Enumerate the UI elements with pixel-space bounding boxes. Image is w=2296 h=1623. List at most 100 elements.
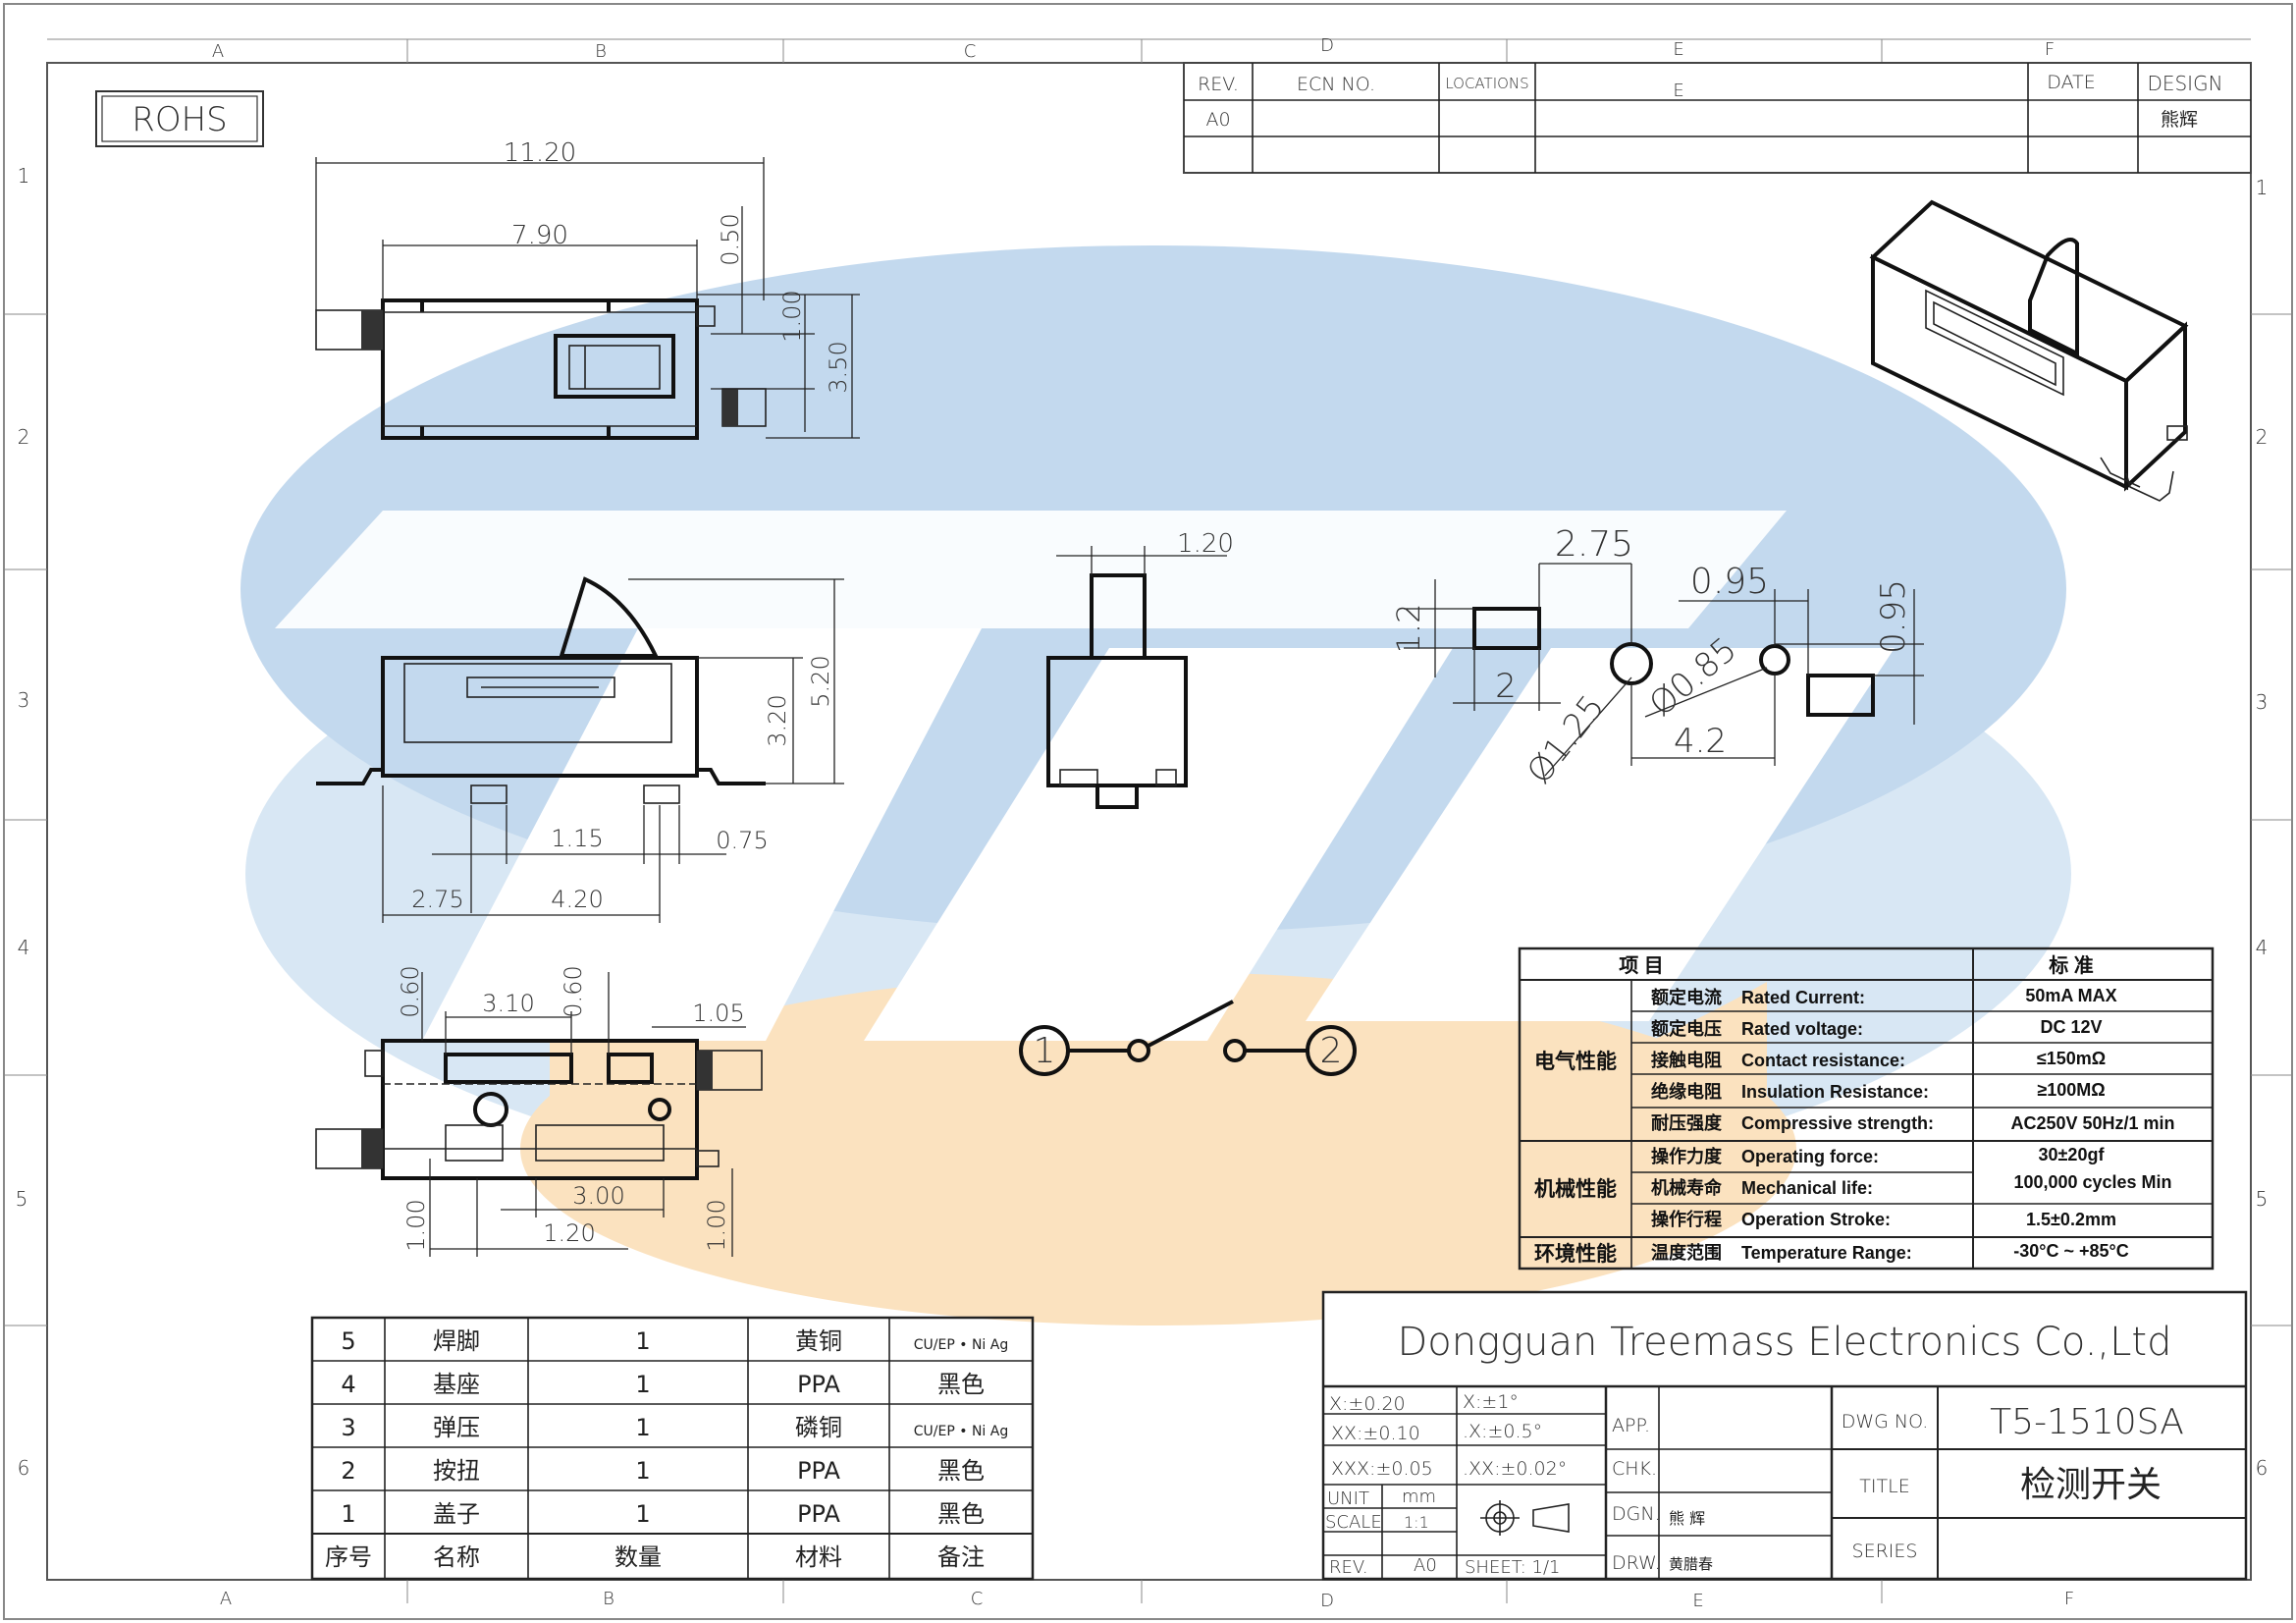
bom-cell-qty: 1 [635,1371,650,1398]
bom-header: 备注 [937,1543,985,1571]
spec-cn: 额定电压 [1651,1018,1722,1039]
row-label: 5 [16,1187,28,1211]
dim-bottom-right: 0.60 [560,965,587,1017]
dim-pitch-vertical: 0.95 [1874,579,1913,654]
col-label: D [1320,35,1334,56]
spec-cn: 接触电阻 [1651,1050,1722,1070]
spec-header-item: 项 目 [1619,954,1664,977]
bom-cell-no: 3 [341,1414,355,1441]
dim-pad-spacing: 1.15 [551,825,603,852]
dim-total-height: 5.20 [807,655,834,707]
front-view: 1.20 [1046,529,1234,809]
drawing-frame: A B C D E F A B C D E F 1 2 3 4 5 6 1 2 … [3,3,2293,1620]
date-header: DATE [2047,72,2095,93]
spec-en: Insulation Resistance: [1741,1082,1929,1102]
col-label: F [2045,39,2055,60]
dim-bottom-left: 0.60 [397,965,424,1017]
rev-value: A0 [1205,109,1230,131]
bom-cell-name: 焊脚 [433,1327,480,1355]
dim-height: 3.50 [825,341,852,393]
spec-cn: 温度范围 [1651,1242,1722,1263]
spec-cn: 额定电流 [1651,987,1722,1007]
dim-bottom-center: 3.10 [482,990,534,1017]
drw-label: DRW. [1612,1552,1661,1574]
dim-tab: 1.05 [692,1000,744,1027]
row-label: 4 [2256,936,2269,959]
tol-xxx: XXX:±0.05 [1331,1458,1433,1480]
unit-value: mm [1402,1487,1436,1507]
bom-cell-name: 弹压 [433,1414,480,1441]
row-label: 6 [2256,1456,2269,1480]
col-label: B [603,1589,614,1609]
spec-en: Compressive strength: [1741,1113,1934,1133]
row-label: 2 [18,425,30,449]
spec-value: AC250V 50Hz/1 min [2010,1113,2174,1133]
company-name: Dongguan Treemass Electronics Co.,Ltd [1398,1320,2172,1365]
bom-cell-note: 黑色 [937,1500,985,1528]
bom-cell-no: 5 [341,1327,355,1355]
bottom-view: 0.60 3.10 0.60 1.05 3.00 1.00 1.20 1.00 [315,965,763,1257]
tol-xx: XX:±0.10 [1331,1423,1420,1444]
tol-angle-2: .X:±0.5° [1463,1421,1542,1442]
dim-pad-width: 2 [1495,667,1517,706]
spec-value: ≥100MΩ [2037,1080,2105,1100]
dim-pad-height: 1.2 [1390,604,1427,654]
col-label: D [1320,1591,1334,1611]
isometric-view [1869,199,2189,502]
row-label: 2 [2256,425,2269,449]
revision-block: REV. ECN NO. LOCATIONS E DATE DESIGN A0 … [1183,62,2252,174]
spec-value: 1.5±0.2mm [2026,1210,2116,1229]
bom-header: 材料 [795,1543,842,1571]
title-label: TITLE [1859,1476,1909,1497]
spec-group-name: 环境性能 [1534,1242,1617,1266]
bom-cell-mat: 黄铜 [795,1327,842,1355]
bom-cell-name: 按扭 [433,1457,480,1485]
dgn-label: DGN. [1612,1503,1661,1525]
scale-value: 1:1 [1404,1513,1429,1532]
bom-cell-name: 盖子 [433,1500,480,1528]
spec-cn: 操作行程 [1651,1209,1722,1229]
bom-cell-note: CU/EP • Ni Ag [914,1337,1008,1353]
bom-header-row: 序号 名称 数量 材料 备注 [325,1543,985,1571]
spec-table: 项 目 标 准 电气性能 机械性能 环境性能 额定电流 Rated Curren… [1518,947,2215,1271]
dim-gap-top: 0.50 [717,213,744,265]
row-label: 5 [2256,1187,2269,1211]
bom-cell-qty: 1 [635,1457,650,1485]
pin2-label: 2 [1320,1031,1343,1071]
ecn-header: ECN NO. [1297,74,1375,95]
dim-pin-pitch: 1.20 [543,1219,595,1247]
bom-cell-note: CU/EP • Ni Ag [914,1424,1008,1439]
bom-cell-note: 黑色 [937,1371,985,1398]
dim-distance: 4.2 [1674,722,1727,761]
spec-value: 30±20gf [2039,1145,2106,1164]
title-value: 检测开关 [2020,1465,2162,1505]
dim-body-length: 7.90 [511,221,568,250]
rev-label: REV. [1329,1557,1368,1578]
dim-actuator-width: 1.20 [1177,529,1234,559]
sheet-value: SHEET: 1/1 [1465,1557,1560,1578]
bom-cell-mat: PPA [797,1457,840,1485]
design-header: DESIGN [2147,72,2222,95]
spec-group-name: 电气性能 [1534,1050,1617,1073]
description-header: E [1673,81,1683,101]
spec-cn: 机械寿命 [1651,1177,1723,1198]
rohs-label: ROHS [132,100,228,139]
dim-pitch-small: 0.95 [1690,562,1769,602]
spec-en: Rated voltage: [1741,1019,1863,1039]
dim-span: 4.20 [551,886,603,913]
dim-overall-length: 11.20 [504,138,576,168]
row-label: 6 [18,1456,30,1480]
bom-header: 数量 [614,1543,662,1571]
bom-cell-note: 黑色 [937,1457,985,1485]
dim-pin-width: 1.00 [778,290,806,342]
bom-cell-qty: 1 [635,1414,650,1441]
bom-cell-name: 基座 [433,1371,480,1398]
row-label: 1 [18,164,30,188]
series-label: SERIES [1852,1541,1918,1562]
chk-label: CHK. [1612,1458,1657,1480]
tol-x: X:±0.20 [1329,1393,1406,1415]
side-view: 5.20 3.20 1.15 0.75 2.75 4.20 [316,576,844,923]
rev-header: REV. [1198,74,1239,95]
